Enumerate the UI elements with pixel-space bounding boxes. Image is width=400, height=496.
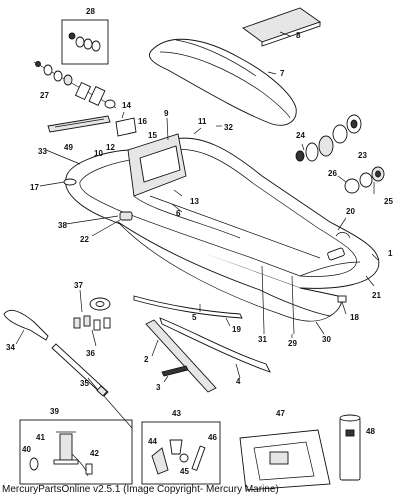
callout-26: 26 xyxy=(328,169,337,178)
part-28-repair-kit-box xyxy=(61,19,109,65)
callout-9: 9 xyxy=(164,109,169,118)
part-25-26-valve-cap xyxy=(344,166,385,194)
callout-27: 27 xyxy=(40,91,49,100)
callout-40: 40 xyxy=(22,445,31,454)
part-34-oar-blade xyxy=(3,309,49,341)
callout-4: 4 xyxy=(236,377,241,386)
callout-33: 33 xyxy=(38,147,47,156)
callout-17: 17 xyxy=(30,183,39,192)
part-48-storage-bag xyxy=(339,414,361,481)
callout-45: 45 xyxy=(180,467,189,476)
part-47-floor-cover xyxy=(239,429,331,491)
part-7-seat-cover xyxy=(148,38,297,126)
callout-31: 31 xyxy=(258,335,267,344)
callout-43: 43 xyxy=(172,409,181,418)
callout-29: 29 xyxy=(288,339,297,348)
callout-7: 7 xyxy=(280,69,285,78)
callout-25: 25 xyxy=(384,197,393,206)
part-4-keel-strip xyxy=(159,317,271,373)
callout-11: 11 xyxy=(198,117,207,126)
callout-8: 8 xyxy=(296,31,301,40)
callout-15: 15 xyxy=(148,131,157,140)
callout-1: 1 xyxy=(388,249,393,258)
callout-46: 46 xyxy=(208,433,217,442)
callout-47: 47 xyxy=(276,409,285,418)
callout-44: 44 xyxy=(148,437,157,446)
callout-36: 36 xyxy=(86,349,95,358)
callout-13: 13 xyxy=(190,197,199,206)
callout-30: 30 xyxy=(322,335,331,344)
callout-21: 21 xyxy=(372,291,381,300)
callout-5: 5 xyxy=(192,313,197,322)
part-23-24-inflation-valve xyxy=(295,114,362,162)
part-49-rub-strip xyxy=(47,115,111,133)
part-35-oar-shaft xyxy=(51,343,133,429)
callout-16: 16 xyxy=(138,117,147,126)
callout-35: 35 xyxy=(80,379,89,388)
callout-12: 12 xyxy=(106,143,115,152)
callout-48: 48 xyxy=(366,427,375,436)
callout-2: 2 xyxy=(144,355,149,364)
callout-19: 19 xyxy=(232,325,241,334)
part-3-strip xyxy=(161,365,189,377)
callout-14: 14 xyxy=(122,101,131,110)
callout-22: 22 xyxy=(80,235,89,244)
callout-41: 41 xyxy=(36,433,45,442)
part-19-strake xyxy=(133,295,243,319)
part-27-oarlock-assembly xyxy=(33,61,117,109)
callout-34: 34 xyxy=(6,343,15,352)
part-8-floor-board xyxy=(242,7,321,47)
callout-6: 6 xyxy=(176,209,181,218)
callout-18: 18 xyxy=(350,313,359,322)
callout-23: 23 xyxy=(358,151,367,160)
copyright-notice: MercuryPartsOnline v2.5.1 (Image Copyrig… xyxy=(2,484,279,495)
part-43-repair-kit-box xyxy=(141,421,221,485)
callout-3: 3 xyxy=(156,383,161,392)
callout-39: 39 xyxy=(50,407,59,416)
callout-10: 10 xyxy=(94,149,103,158)
callout-labels: 1 2 3 4 5 6 7 8 9 10 11 12 13 14 15 16 1… xyxy=(6,7,393,476)
callout-38: 38 xyxy=(58,221,67,230)
callout-24: 24 xyxy=(296,131,305,140)
part-14-plate xyxy=(115,117,137,137)
part-39-pump-kit-box xyxy=(19,419,133,485)
callout-37: 37 xyxy=(74,281,83,290)
callout-42: 42 xyxy=(90,449,99,458)
leader-lines xyxy=(15,31,379,391)
callout-28: 28 xyxy=(86,7,95,16)
callout-49: 49 xyxy=(64,143,73,152)
inflatable-boat-hull xyxy=(63,133,380,335)
part-36-37-oarlock-set xyxy=(73,297,111,331)
callout-20: 20 xyxy=(346,207,355,216)
callout-32: 32 xyxy=(224,123,233,132)
